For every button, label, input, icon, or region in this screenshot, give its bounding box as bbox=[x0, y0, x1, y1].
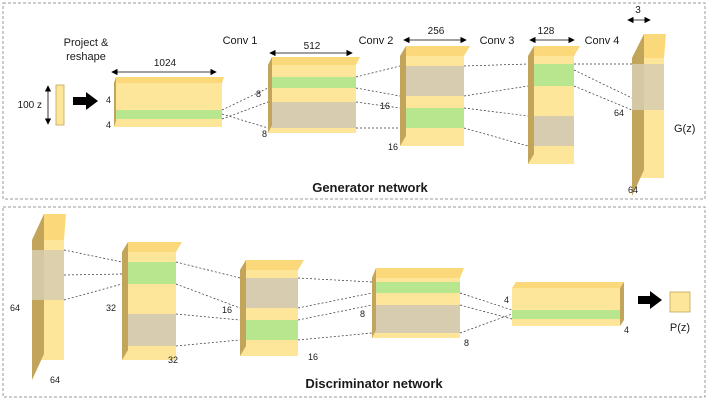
disc-layer-1-w: 64 bbox=[50, 375, 60, 385]
project-label-line1: Project & bbox=[64, 37, 109, 49]
disc-layer-3-w: 16 bbox=[308, 352, 318, 362]
gen-layer-4-name: Conv 3 bbox=[480, 35, 515, 47]
disc-output-arrow-icon bbox=[638, 291, 662, 309]
disc-layer-3-h: 16 bbox=[222, 305, 232, 315]
gen-layer-3-w: 16 bbox=[388, 142, 398, 152]
generator-title: Generator network bbox=[312, 180, 428, 195]
gen-layer-1-w: 4 bbox=[106, 120, 111, 130]
disc-layer-5-block bbox=[512, 282, 624, 326]
disc-layer-3-block bbox=[240, 260, 304, 356]
disc-layer-2-h: 32 bbox=[106, 303, 116, 313]
disc-layer-2-block bbox=[122, 242, 182, 360]
gen-layer-5-name: Conv 4 bbox=[585, 35, 620, 47]
gen-layer-3-block bbox=[400, 46, 470, 146]
disc-layer-5-h: 4 bbox=[504, 295, 509, 305]
disc-layer-2-w: 32 bbox=[168, 355, 178, 365]
gen-layer-4-depth: 128 bbox=[538, 26, 555, 37]
gen-connectors bbox=[221, 63, 633, 147]
discriminator-panel bbox=[2, 206, 706, 398]
input-label: 100 z bbox=[18, 100, 42, 111]
input-vector bbox=[55, 84, 65, 126]
disc-connectors bbox=[63, 249, 513, 347]
discriminator-title: Discriminator network bbox=[305, 376, 443, 391]
gen-layer-1-depth: 1024 bbox=[154, 58, 177, 69]
gen-layer-2-w: 8 bbox=[262, 129, 267, 139]
disc-layer-1-h: 64 bbox=[10, 303, 20, 313]
project-arrow-icon bbox=[73, 92, 98, 110]
gen-layer-3-name: Conv 2 bbox=[359, 35, 394, 47]
project-label-line2: reshape bbox=[66, 51, 106, 63]
gen-layer-5-depth: 3 bbox=[635, 5, 641, 16]
gen-layer-2-h: 8 bbox=[256, 89, 261, 99]
disc-output-box bbox=[669, 291, 691, 313]
disc-layer-4-w: 8 bbox=[464, 338, 469, 348]
gen-layer-5-h: 64 bbox=[614, 108, 624, 118]
gen-layer-5-block bbox=[632, 34, 666, 196]
gen-layer-2-name: Conv 1 bbox=[223, 35, 258, 47]
disc-layer-5-w: 4 bbox=[624, 325, 629, 335]
gen-layer-4-block bbox=[528, 46, 580, 164]
gen-layer-5-w: 64 bbox=[628, 185, 638, 195]
discriminator-output-label: P(z) bbox=[670, 322, 690, 334]
generator-panel bbox=[2, 2, 706, 200]
disc-layer-4-h: 8 bbox=[360, 309, 365, 319]
gen-layer-3-depth: 256 bbox=[428, 26, 445, 37]
generator-output-label: G(z) bbox=[674, 123, 695, 135]
gen-layer-1-h: 4 bbox=[106, 95, 111, 105]
gen-layer-1-block bbox=[114, 77, 224, 127]
gen-layer-2-depth: 512 bbox=[304, 41, 321, 52]
gen-layer-2-block bbox=[268, 57, 360, 133]
disc-layer-1-block bbox=[32, 214, 66, 380]
disc-layer-4-block bbox=[372, 268, 464, 338]
